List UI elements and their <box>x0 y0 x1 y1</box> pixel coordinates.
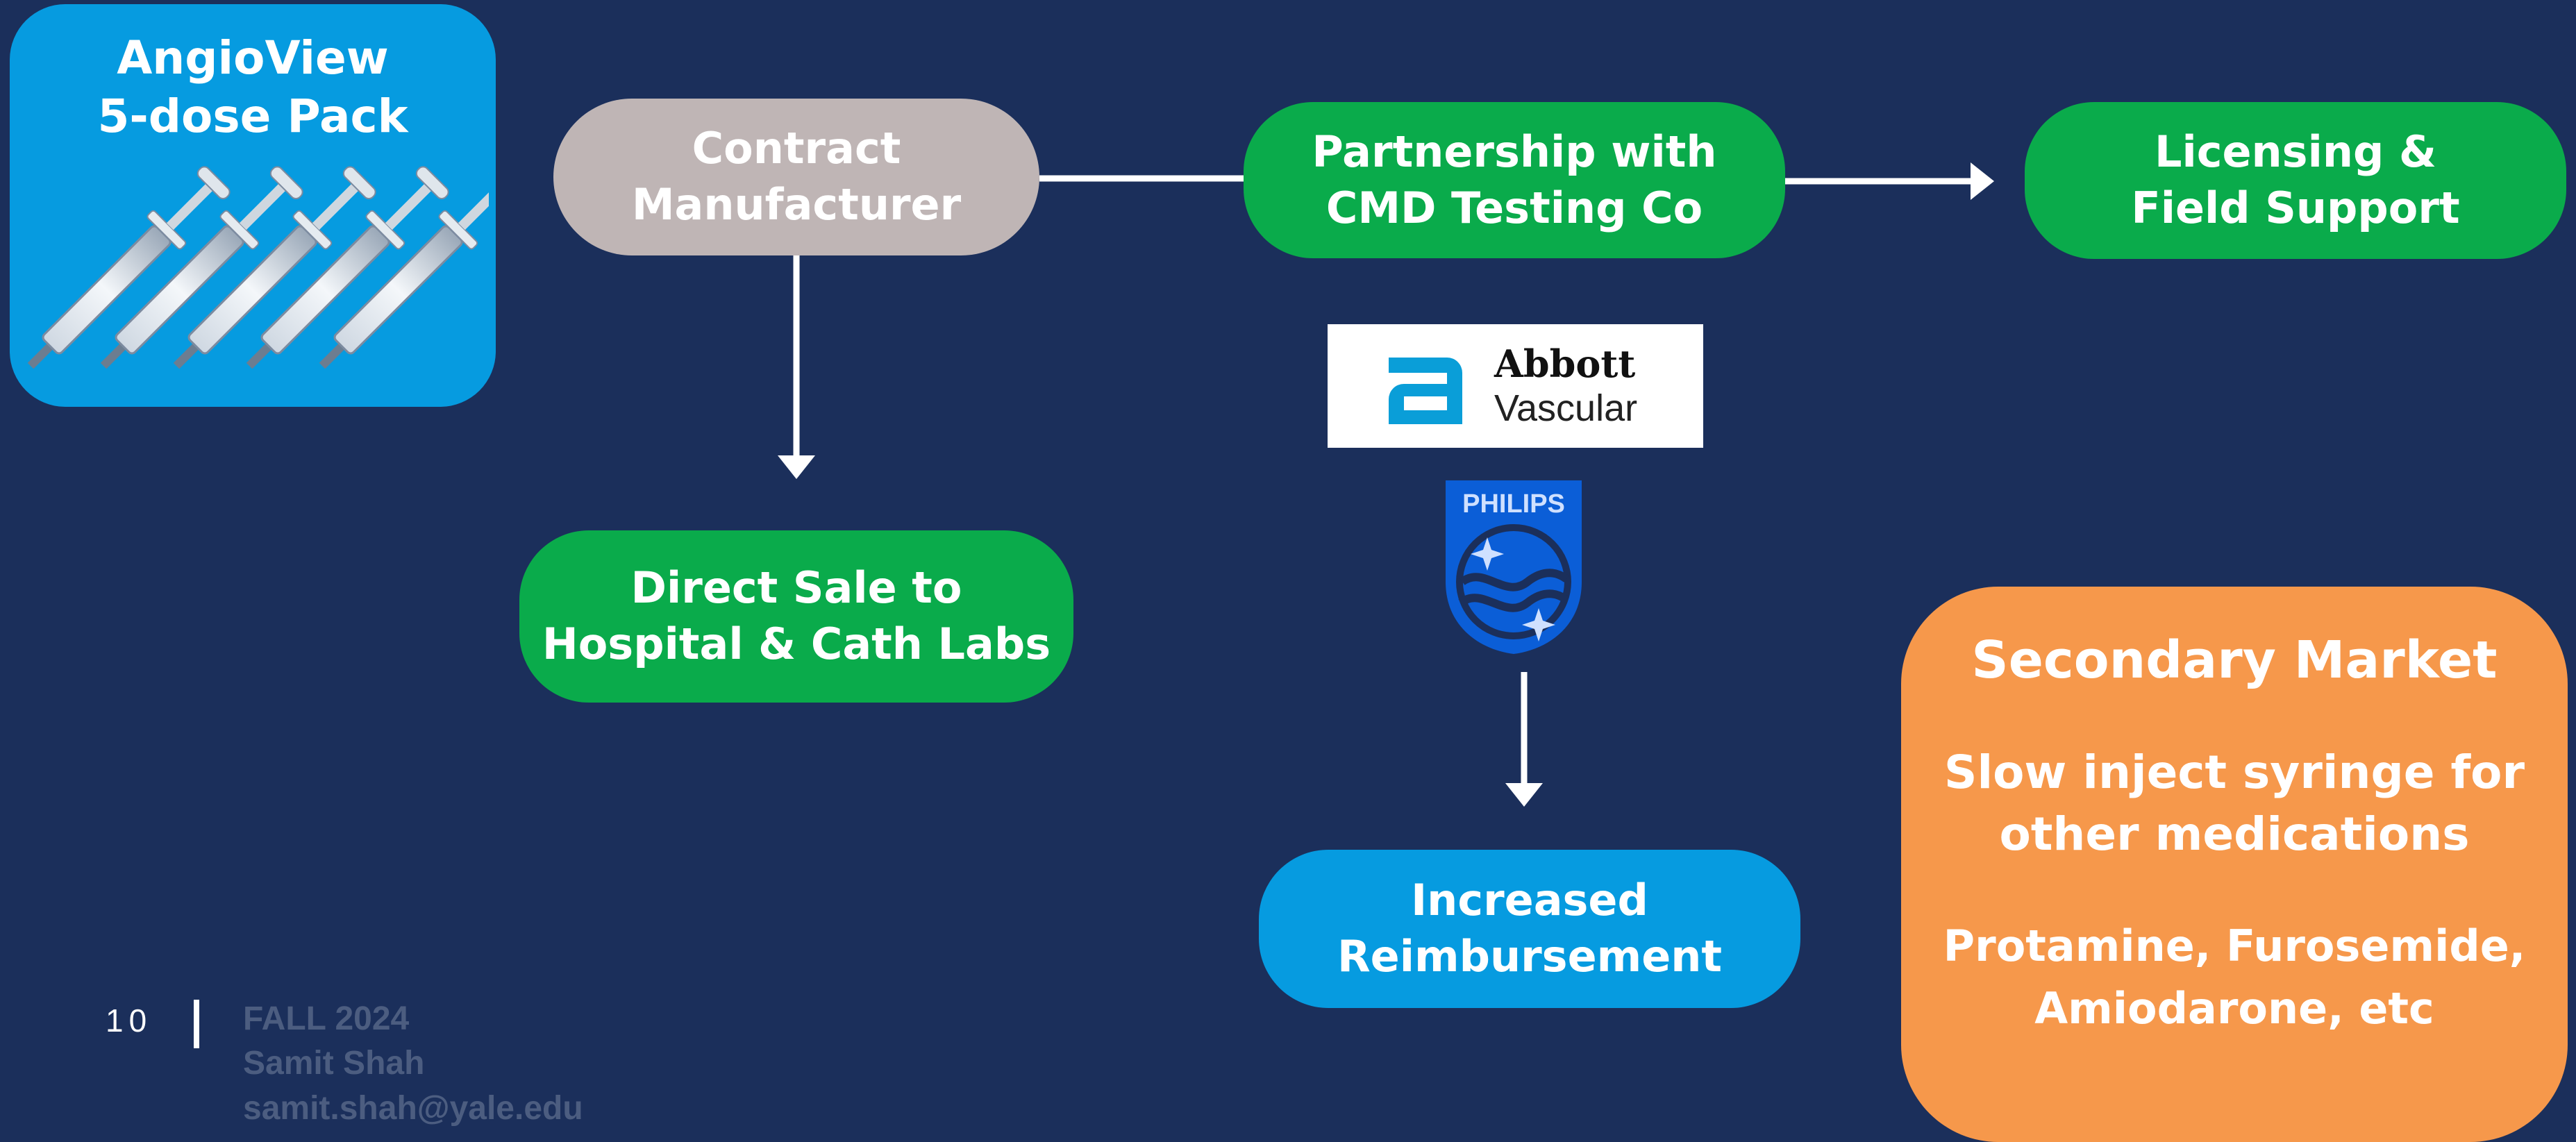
footer-author: Samit Shah <box>243 1045 425 1082</box>
syringe-icon <box>27 166 231 369</box>
secondary-market-card: Secondary Market Slow inject syringe for… <box>1901 587 2568 1142</box>
secondary-heading: Secondary Market <box>1971 630 2498 690</box>
secondary-description-line: other medications <box>1999 807 2470 861</box>
syringes-image <box>27 166 489 369</box>
arrow-down-head <box>1505 783 1543 807</box>
abbott-logo: Abbott Vascular <box>1328 324 1703 448</box>
arrow-right-head <box>1971 162 1994 200</box>
secondary-examples-line: Protamine, Furosemide, <box>1943 920 2526 971</box>
abbott-mark-icon <box>1389 358 1462 424</box>
secondary-description: Slow inject syringe for other medication… <box>1944 741 2525 865</box>
node-label-line: Increased <box>1411 875 1648 926</box>
secondary-examples-line: Amiodarone, etc <box>2034 982 2434 1034</box>
syringe-icon <box>246 166 449 369</box>
node-direct-sale: Direct Sale to Hospital & Cath Labs <box>519 530 1073 703</box>
product-title-line-2: 5-dose Pack <box>97 90 408 144</box>
node-label-line: Field Support <box>2131 183 2460 233</box>
node-label-line: CMD Testing Co <box>1325 182 1703 233</box>
node-label-line: Contract <box>692 123 901 174</box>
node-label-line: Reimbursement <box>1337 931 1723 982</box>
node-contract-manufacturer: Contract Manufacturer <box>553 99 1039 255</box>
page-number: 10 <box>106 1002 153 1039</box>
abbott-subtitle: Vascular <box>1494 387 1638 429</box>
node-increased-reimbursement: Increased Reimbursement <box>1259 850 1800 1008</box>
philips-wordmark: PHILIPS <box>1462 489 1565 519</box>
footer-credits: FALL 2024 Samit Shah samit.shah@yale.edu <box>243 997 583 1131</box>
footer-divider <box>194 1000 199 1048</box>
node-label-line: Hospital & Cath Labs <box>542 619 1051 669</box>
philips-shield-logo: PHILIPS <box>1446 480 1582 654</box>
arrow-down-head <box>778 455 815 479</box>
footer-term: FALL 2024 <box>243 1000 410 1037</box>
secondary-examples: Protamine, Furosemide, Amiodarone, etc <box>1943 915 2526 1040</box>
product-title: AngioView 5-dose Pack <box>97 29 408 146</box>
node-licensing: Licensing & Field Support <box>2025 102 2566 259</box>
syringe-icon <box>173 166 376 369</box>
node-label-line: Manufacturer <box>631 179 962 230</box>
secondary-description-line: Slow inject syringe for <box>1943 745 2525 799</box>
syringe-icon <box>319 166 489 369</box>
product-title-line-1: AngioView <box>117 31 389 85</box>
node-partnership: Partnership with CMD Testing Co <box>1244 102 1785 258</box>
node-label-line: Partnership with <box>1312 126 1717 177</box>
abbott-name: Abbott <box>1494 342 1636 386</box>
product-card: AngioView 5-dose Pack <box>10 4 496 407</box>
footer-email: samit.shah@yale.edu <box>243 1089 583 1127</box>
syringe-icon <box>100 166 303 369</box>
node-label-line: Direct Sale to <box>630 562 962 614</box>
node-label-line: Licensing & <box>2154 126 2437 178</box>
